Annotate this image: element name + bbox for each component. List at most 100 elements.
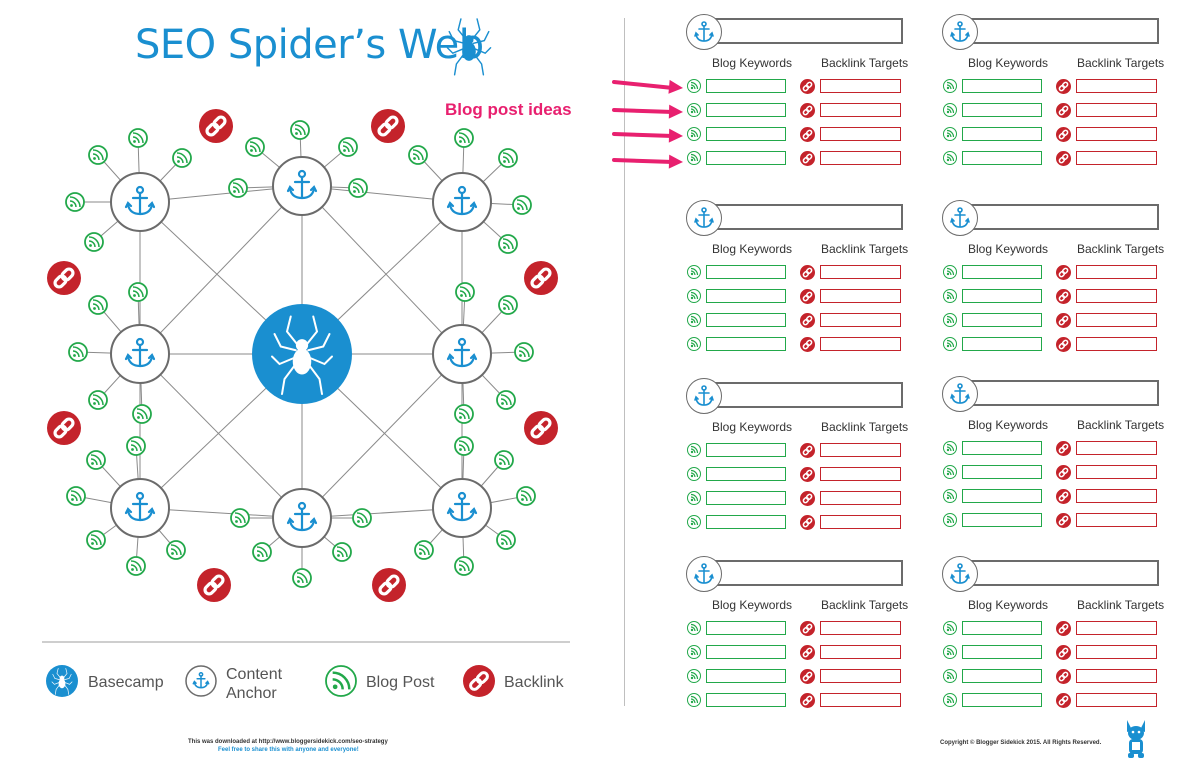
rss-icon bbox=[494, 450, 514, 470]
blog-keyword-input[interactable] bbox=[706, 491, 786, 505]
blog-keyword-input[interactable] bbox=[962, 151, 1042, 165]
blog-keyword-input[interactable] bbox=[706, 693, 786, 707]
backlink-target-input[interactable] bbox=[820, 693, 901, 707]
blog-keyword-input[interactable] bbox=[962, 127, 1042, 141]
backlink-target-input[interactable] bbox=[820, 127, 901, 141]
anchor-title-field[interactable] bbox=[964, 18, 1159, 44]
backlink-target-input[interactable] bbox=[820, 337, 901, 351]
blog-keyword-input[interactable] bbox=[962, 693, 1042, 707]
anchor-icon bbox=[446, 491, 478, 522]
blog-keyword-input[interactable] bbox=[962, 337, 1042, 351]
backlink-target-input[interactable] bbox=[820, 669, 901, 683]
backlink-target-input[interactable] bbox=[1076, 645, 1157, 659]
backlink-target-input[interactable] bbox=[820, 645, 901, 659]
backlink-target-input[interactable] bbox=[1076, 465, 1157, 479]
backlink-target-input[interactable] bbox=[1076, 289, 1157, 303]
blog-keyword-input[interactable] bbox=[962, 79, 1042, 93]
chain-link-icon bbox=[1056, 645, 1071, 660]
backlink-target-input[interactable] bbox=[820, 515, 901, 529]
blog-keyword-input[interactable] bbox=[962, 265, 1042, 279]
blog-keyword-input[interactable] bbox=[962, 513, 1042, 527]
backlink-target-input[interactable] bbox=[820, 265, 901, 279]
blog-keyword-input[interactable] bbox=[962, 289, 1042, 303]
blog-keyword-input[interactable] bbox=[706, 443, 786, 457]
anchor-title-field[interactable] bbox=[964, 380, 1159, 406]
anchor-title-field[interactable] bbox=[708, 18, 903, 44]
blog-keyword-input[interactable] bbox=[706, 467, 786, 481]
blog-keyword-input[interactable] bbox=[962, 441, 1042, 455]
backlink-target-input[interactable] bbox=[1076, 621, 1157, 635]
backlink-target-input[interactable] bbox=[1076, 265, 1157, 279]
chain-link-icon bbox=[800, 127, 815, 142]
anchor-title-field[interactable] bbox=[964, 204, 1159, 230]
backlink-targets-header: Backlink Targets bbox=[821, 56, 909, 70]
blog-keyword-input[interactable] bbox=[706, 265, 786, 279]
backlink-target-input[interactable] bbox=[1076, 151, 1157, 165]
content-anchor-node bbox=[272, 488, 332, 548]
backlink-target-input[interactable] bbox=[820, 621, 901, 635]
blog-keyword-input[interactable] bbox=[706, 337, 786, 351]
backlink-target-input[interactable] bbox=[1076, 337, 1157, 351]
backlink-target-input[interactable] bbox=[820, 467, 901, 481]
blog-keyword-input[interactable] bbox=[706, 289, 786, 303]
chain-link-icon bbox=[372, 568, 406, 602]
blog-keyword-input[interactable] bbox=[962, 669, 1042, 683]
blog-keyword-input[interactable] bbox=[706, 79, 786, 93]
backlink-target-input[interactable] bbox=[820, 79, 901, 93]
planning-panel: Blog Keywords Backlink Targets bbox=[942, 14, 1164, 174]
backlink-target-input[interactable] bbox=[1076, 489, 1157, 503]
blog-keyword-input[interactable] bbox=[962, 489, 1042, 503]
panel-row bbox=[942, 337, 1162, 353]
chain-link-icon bbox=[1056, 669, 1071, 684]
backlink-target-input[interactable] bbox=[1076, 127, 1157, 141]
blog-keyword-input[interactable] bbox=[706, 127, 786, 141]
dog-mascot-icon bbox=[1127, 720, 1145, 758]
backlink-target-input[interactable] bbox=[820, 491, 901, 505]
backlink-target-input[interactable] bbox=[820, 289, 901, 303]
backlink-target-input[interactable] bbox=[820, 151, 901, 165]
chain-link-icon bbox=[1056, 621, 1071, 636]
blog-keyword-input[interactable] bbox=[706, 669, 786, 683]
backlink-target-input[interactable] bbox=[1076, 693, 1157, 707]
backlink-target-input[interactable] bbox=[820, 443, 901, 457]
anchor-icon bbox=[286, 501, 318, 532]
backlink-target-input[interactable] bbox=[820, 103, 901, 117]
chain-link-icon bbox=[800, 491, 815, 506]
blog-keyword-input[interactable] bbox=[706, 151, 786, 165]
anchor-title-field[interactable] bbox=[964, 560, 1159, 586]
blog-keyword-input[interactable] bbox=[706, 621, 786, 635]
anchor-title-field[interactable] bbox=[708, 560, 903, 586]
blog-keyword-input[interactable] bbox=[962, 103, 1042, 117]
legend-anchor-icon bbox=[185, 665, 217, 697]
rss-icon bbox=[172, 148, 192, 168]
backlink-target-input[interactable] bbox=[1076, 441, 1157, 455]
panel-row bbox=[686, 313, 906, 329]
rss-icon bbox=[230, 508, 250, 528]
legend-blog-post-label: Blog Post bbox=[366, 674, 435, 691]
backlink-target-input[interactable] bbox=[1076, 669, 1157, 683]
rss-icon bbox=[228, 178, 248, 198]
blog-keyword-input[interactable] bbox=[706, 103, 786, 117]
legend-basecamp-icon bbox=[46, 665, 78, 697]
rss-icon bbox=[943, 693, 957, 707]
blog-keyword-input[interactable] bbox=[962, 313, 1042, 327]
blog-keyword-input[interactable] bbox=[962, 621, 1042, 635]
blog-keyword-input[interactable] bbox=[706, 313, 786, 327]
backlink-target-input[interactable] bbox=[1076, 103, 1157, 117]
rss-icon bbox=[252, 542, 272, 562]
chain-link-icon bbox=[800, 669, 815, 684]
rss-icon bbox=[687, 289, 701, 303]
blog-keyword-input[interactable] bbox=[962, 465, 1042, 479]
rss-icon bbox=[68, 342, 88, 362]
rss-icon bbox=[687, 337, 701, 351]
backlink-target-input[interactable] bbox=[1076, 79, 1157, 93]
backlink-target-input[interactable] bbox=[1076, 313, 1157, 327]
anchor-title-field[interactable] bbox=[708, 382, 903, 408]
blog-keyword-input[interactable] bbox=[706, 645, 786, 659]
backlink-target-input[interactable] bbox=[1076, 513, 1157, 527]
blog-keyword-input[interactable] bbox=[706, 515, 786, 529]
backlink-target-input[interactable] bbox=[820, 313, 901, 327]
anchor-title-field[interactable] bbox=[708, 204, 903, 230]
blog-keyword-input[interactable] bbox=[962, 645, 1042, 659]
rss-icon bbox=[687, 265, 701, 279]
